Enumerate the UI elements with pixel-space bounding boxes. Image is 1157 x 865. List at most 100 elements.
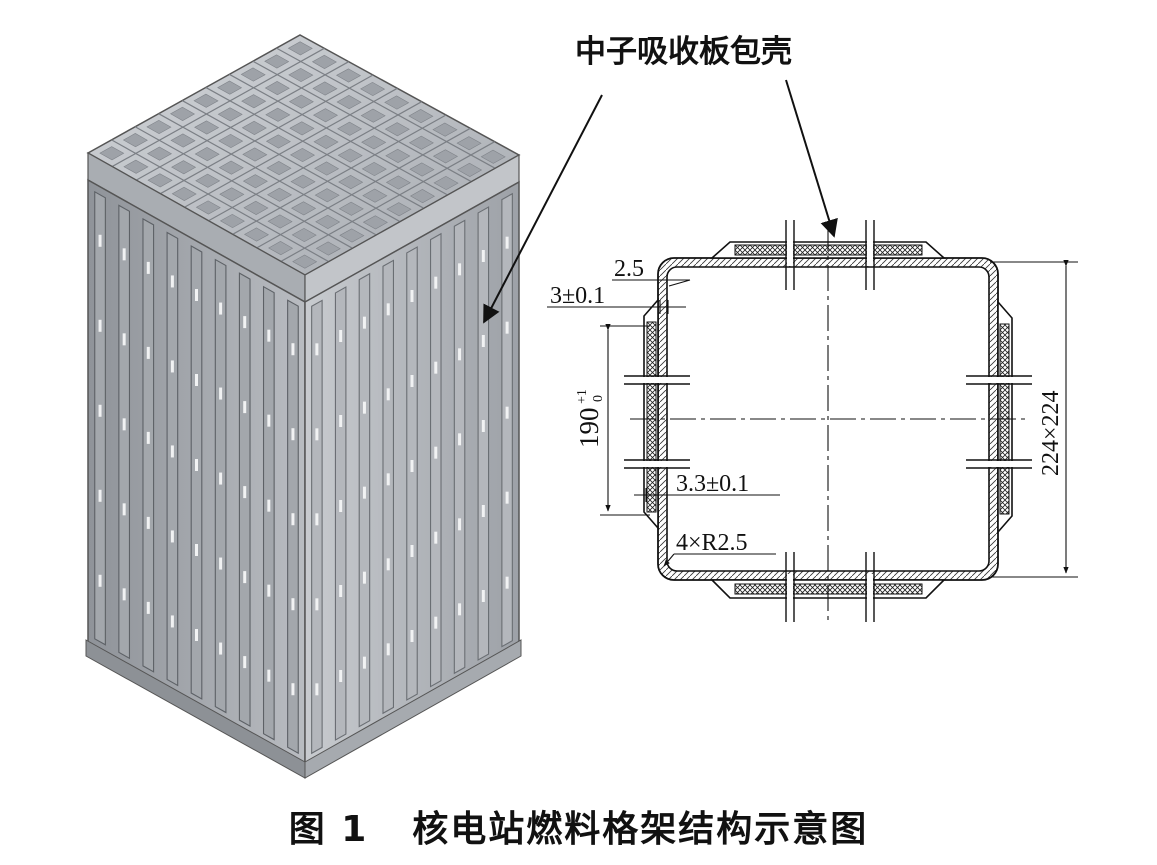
absorber-strip bbox=[429, 232, 442, 688]
strip-slot bbox=[122, 503, 126, 516]
strip-slot bbox=[291, 343, 295, 356]
strip-slot bbox=[267, 329, 271, 342]
svg-text:+1: +1 bbox=[575, 389, 590, 404]
strip-slot bbox=[146, 516, 150, 529]
strip-slot bbox=[146, 261, 150, 274]
strip-slot bbox=[410, 460, 414, 472]
strip-slot bbox=[267, 669, 271, 682]
grid-cell-opening bbox=[386, 202, 412, 217]
absorber-strip bbox=[358, 272, 371, 728]
absorber-strip bbox=[311, 299, 323, 755]
figure-caption: 图 1 核电站燃料格架结构示意图 bbox=[0, 800, 1157, 852]
grid-cell-opening bbox=[242, 174, 268, 189]
grid-cell-opening bbox=[336, 95, 362, 110]
strip-slot bbox=[170, 275, 174, 288]
strip-slot bbox=[170, 445, 174, 458]
strip-slot bbox=[170, 530, 174, 543]
dim-corner-radius: 4×R2.5 bbox=[676, 530, 748, 556]
grid-cell-opening bbox=[291, 201, 317, 216]
grid-line bbox=[134, 126, 353, 249]
grid-cell-opening bbox=[266, 187, 293, 202]
absorber-strip bbox=[214, 258, 227, 714]
dim-absorber-length: 190 +1 0 bbox=[574, 389, 606, 448]
grid-cell-opening bbox=[292, 254, 318, 269]
absorber-strip bbox=[166, 231, 179, 687]
rack-right-strips bbox=[311, 192, 513, 755]
grid-cell-opening bbox=[289, 147, 316, 163]
strip-slot bbox=[339, 500, 343, 512]
grid-line bbox=[160, 74, 374, 195]
strip-slot bbox=[505, 491, 509, 504]
grid-cell-opening bbox=[409, 189, 436, 204]
strip-slot bbox=[98, 404, 102, 417]
strip-slot bbox=[98, 319, 102, 332]
grid-cell-opening bbox=[243, 227, 270, 242]
figure-number: 图 1 bbox=[288, 809, 369, 850]
strip-slot bbox=[315, 513, 319, 526]
strip-slot bbox=[481, 335, 485, 347]
strip-slot bbox=[339, 415, 343, 427]
strip-slot bbox=[362, 571, 366, 584]
grid-cell-opening bbox=[338, 175, 364, 190]
grid-cell-opening bbox=[385, 148, 411, 163]
grid-cell-opening bbox=[362, 188, 388, 203]
rack-base-right bbox=[304, 639, 522, 779]
strip-slot bbox=[291, 683, 295, 696]
strip-slot bbox=[362, 316, 366, 329]
absorber-plate-left bbox=[646, 321, 657, 513]
grid-cell-opening bbox=[288, 94, 314, 109]
strip-slot bbox=[195, 459, 198, 471]
absorber-strip bbox=[238, 272, 251, 728]
grid-cell-opening bbox=[265, 107, 291, 122]
strip-slot bbox=[458, 263, 462, 276]
grid-cell-opening bbox=[146, 146, 173, 161]
grid-cell-opening bbox=[267, 214, 293, 229]
grid-cell-opening bbox=[287, 41, 313, 56]
strip-slot bbox=[386, 473, 390, 486]
strip-slot bbox=[481, 590, 485, 602]
strip-slot bbox=[434, 446, 438, 459]
grid-cell-opening bbox=[288, 67, 314, 83]
strip-slot bbox=[339, 585, 343, 597]
grid-cell-opening bbox=[193, 93, 219, 108]
grid-cell-opening bbox=[361, 161, 387, 177]
strip-slot bbox=[362, 401, 366, 414]
strip-slot bbox=[219, 557, 223, 570]
dim-outer-size: 224×224 bbox=[1038, 390, 1064, 476]
grid-cell-opening bbox=[311, 54, 337, 69]
strip-slot bbox=[505, 321, 509, 334]
cross-section-view: 2.5 3±0.1 3.3±0.1 4×R2.5 224×224 190 +1 … bbox=[547, 220, 1078, 625]
grid-line bbox=[256, 127, 471, 249]
strip-slot bbox=[458, 518, 462, 531]
figure-title: 核电站燃料格架结构示意图 bbox=[412, 809, 869, 850]
strip-slot bbox=[243, 401, 247, 414]
strip-slot bbox=[98, 234, 102, 247]
strip-slot bbox=[122, 588, 126, 601]
grid-cell-opening bbox=[122, 133, 148, 148]
absorber-strip bbox=[94, 190, 106, 646]
strip-slot bbox=[267, 499, 271, 512]
grid-cell-opening bbox=[289, 121, 315, 136]
strip-slot bbox=[122, 333, 126, 346]
grid-line bbox=[111, 47, 325, 168]
strip-slot bbox=[98, 574, 102, 587]
strip-slot bbox=[315, 428, 319, 441]
strip-slot bbox=[386, 558, 390, 571]
strip-slot bbox=[339, 670, 343, 682]
callout-label: 中子吸收板包壳 bbox=[575, 34, 792, 70]
grid-cell-opening bbox=[171, 186, 197, 201]
strip-slot bbox=[195, 544, 198, 556]
grid-cell-opening bbox=[312, 81, 338, 96]
strip-slot bbox=[195, 289, 198, 301]
grid-cell-opening bbox=[243, 200, 269, 215]
strip-slot bbox=[505, 576, 509, 589]
strip-slot bbox=[170, 360, 174, 373]
strip-slot bbox=[122, 418, 126, 431]
grid-cell-opening bbox=[218, 160, 244, 175]
strip-slot bbox=[243, 571, 247, 584]
grid-cell-opening bbox=[264, 81, 290, 96]
grid-cell-opening bbox=[219, 187, 245, 202]
grid-cell-opening bbox=[195, 173, 221, 188]
grid-line bbox=[252, 60, 472, 183]
grid-line bbox=[205, 86, 425, 209]
